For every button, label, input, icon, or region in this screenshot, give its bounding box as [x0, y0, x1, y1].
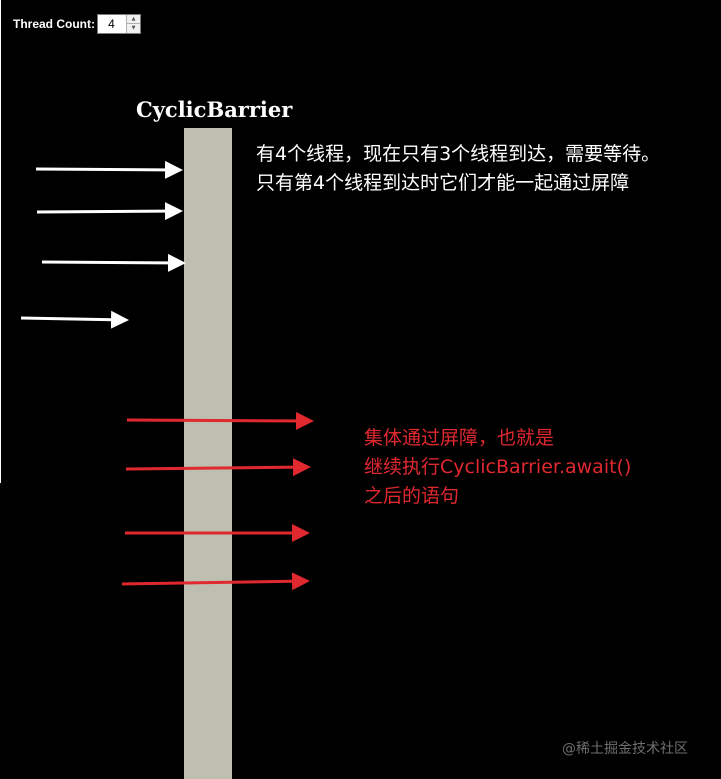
- thread-count-spinner[interactable]: 4 ▲ ▼: [97, 14, 141, 34]
- watermark: @稀土掘金技术社区: [562, 741, 688, 757]
- thread-count-label: Thread Count:: [13, 17, 95, 31]
- passing-note-line: 之后的语句: [364, 485, 460, 507]
- waiting-thread-arrow: [35, 160, 183, 179]
- waiting-thread-arrow: [20, 310, 129, 329]
- waiting-note-line: 只有第4个线程到达时它们才能一起通过屏障: [256, 172, 630, 194]
- barrier-title: CyclicBarrier: [136, 97, 293, 122]
- passing-thread-arrow: [126, 411, 314, 430]
- waiting-thread-arrow: [41, 253, 186, 272]
- window-left-edge: [0, 0, 1, 483]
- waiting-note: 有4个线程，现在只有3个线程到达，需要等待。 只有第4个线程到达时它们才能一起通…: [256, 140, 660, 198]
- passing-note-line: 集体通过屏障，也就是: [364, 427, 555, 449]
- waiting-note-line: 有4个线程，现在只有3个线程到达，需要等待。: [256, 143, 661, 165]
- thread-count-input[interactable]: 4: [98, 15, 125, 33]
- passing-note: 集体通过屏障，也就是 继续执行CyclicBarrier.await() 之后的…: [364, 424, 631, 511]
- spinner-up-icon[interactable]: ▲: [127, 15, 140, 24]
- waiting-thread-arrow: [36, 202, 183, 221]
- passing-note-line: 继续执行CyclicBarrier.await(): [364, 456, 632, 478]
- barrier-bar: [184, 128, 232, 779]
- passing-thread-arrow: [125, 458, 311, 477]
- spinner-down-icon[interactable]: ▼: [127, 24, 140, 33]
- spinner-buttons: ▲ ▼: [126, 15, 140, 33]
- passing-thread-arrow: [121, 572, 310, 591]
